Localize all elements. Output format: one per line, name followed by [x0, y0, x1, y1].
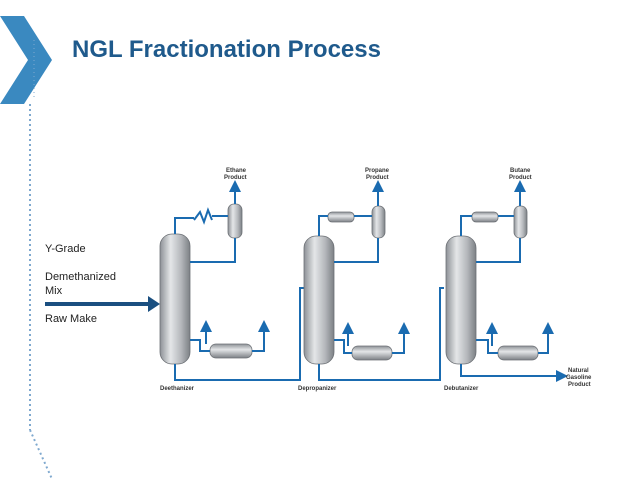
natural-gasoline-label-2: Gasoline — [566, 375, 592, 381]
depropanizer-unit — [303, 180, 444, 381]
depropanizer-column — [303, 235, 335, 365]
depropanizer-reboiler — [351, 345, 393, 361]
butane-label-2: Product — [509, 175, 532, 181]
feed-label-y-grade: Y-Grade — [45, 243, 86, 255]
slide-chevron-decoration — [0, 16, 53, 479]
feed-label-raw-make: Raw Make — [45, 313, 97, 325]
debutanizer-drum — [513, 205, 528, 239]
deethanizer-drum — [227, 203, 243, 239]
deethanizer-label: Deethanizer — [160, 386, 195, 392]
debutanizer-label: Debutanizer — [444, 386, 479, 392]
feed-label-demethanized: Demethanized — [45, 271, 116, 283]
deethanizer-column — [159, 233, 191, 365]
deethanizer-reboiler — [209, 343, 253, 359]
deethanizer-condenser — [193, 207, 213, 225]
depropanizer-condenser — [327, 211, 355, 223]
debutanizer-unit — [445, 180, 568, 382]
ethane-label-2: Product — [224, 175, 247, 181]
deethanizer-unit — [159, 180, 304, 381]
natural-gasoline-label-3: Product — [568, 382, 591, 388]
debutanizer-reboiler — [497, 345, 539, 361]
dotted-border-tail — [29, 429, 53, 479]
depropanizer-label: Depropanizer — [298, 386, 337, 392]
debutanizer-column — [445, 235, 477, 365]
depropanizer-drum — [371, 205, 386, 239]
natural-gasoline-label-1: Natural — [568, 368, 589, 374]
debutanizer-condenser — [471, 211, 499, 223]
propane-label-1: Propane — [365, 168, 390, 174]
butane-label-1: Butane — [510, 168, 531, 174]
feed-arrowhead — [148, 296, 160, 312]
ethane-label-1: Ethane — [226, 168, 247, 174]
chevron-shape — [0, 16, 52, 104]
slide-title: NGL Fractionation Process — [72, 36, 381, 63]
feed-label-mix: Mix — [45, 285, 63, 297]
propane-label-2: Product — [366, 175, 389, 181]
